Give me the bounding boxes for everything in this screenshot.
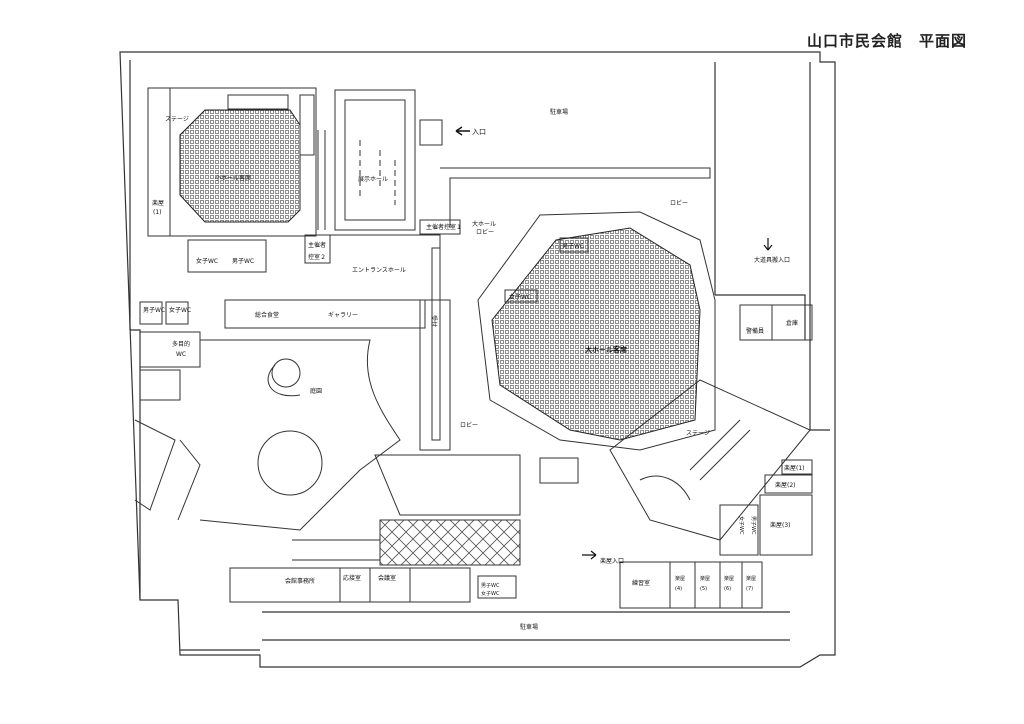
exhibit-hall: [317, 89, 443, 231]
dressing-room-1-num: (1): [153, 209, 162, 216]
wc-men-2-label: 男子WC: [143, 307, 165, 314]
rehearsal-room-label: 練習室: [632, 579, 650, 587]
stage-big-label: ステージ: [686, 430, 710, 437]
parking-top-label: 駐車場: [550, 108, 568, 116]
stage-small-label: ステージ: [165, 116, 189, 123]
wc-multi-label-a: 多目的: [172, 340, 190, 348]
reception-label: 受付: [430, 315, 438, 327]
organizer-office-label: 主催者控室１: [426, 223, 462, 231]
backstage-entrance-arrow-icon: [582, 550, 597, 560]
dressing-room-5-label: 楽屋: [700, 575, 710, 582]
exhibit-hall-label: 展示ホール: [358, 176, 388, 183]
small-hall-seats-label: 小ホール客席: [215, 174, 251, 182]
reception-room-label: 応接室: [343, 574, 361, 582]
guard-label: 警備員: [746, 327, 764, 335]
dressing-room-6-label: 楽屋: [724, 575, 734, 582]
warehouse-label: 倉庫: [786, 319, 798, 327]
dressing-room-7-label: 楽屋: [746, 575, 756, 582]
lobby-top-label: ロビー: [670, 199, 688, 207]
wc-men-4-label: 男子WC: [750, 516, 757, 535]
large-hall: [477, 211, 811, 541]
general-dining-label: 総合食堂: [255, 311, 279, 319]
stage-entrance-arrow-icon: [763, 238, 773, 251]
daihall-lobby-label-b: ロビー: [476, 228, 494, 236]
dressing-room-5-num: (5): [700, 586, 707, 592]
dressing-room-1b-label: 楽屋(1): [784, 464, 805, 472]
backstage-entrance-label: 楽屋入口: [600, 557, 624, 565]
dressing-room-1-label: 楽屋: [152, 199, 164, 207]
parking-bottom-label: 駐車場: [520, 623, 538, 631]
wc-multi-label-b: WC: [176, 351, 186, 358]
office-label: 会館事務所: [285, 577, 315, 585]
dressing-room-3-label: 楽屋(3): [770, 521, 791, 529]
gallery-label: ギャラリー: [328, 312, 358, 319]
outer-walls: [119, 51, 836, 668]
entrance-hall: [304, 167, 711, 451]
wc-men-3-label: 男子WC: [562, 243, 584, 250]
wc-women-4-label: 女子WC: [738, 516, 745, 535]
daihall-seats-label: 大ホール客席: [585, 345, 627, 354]
wc-men-1-label: 男子WC: [232, 258, 254, 265]
lobby-bottom-label: ロビー: [460, 421, 478, 429]
meeting-room-label: 会議室: [378, 574, 396, 582]
dressing-room-2-label: 楽屋(2): [775, 481, 796, 489]
garden-label: 庭園: [310, 387, 322, 395]
lower-block: [229, 454, 763, 609]
entrance-hall-label: エントランスホール: [352, 267, 406, 274]
east-service: [719, 304, 813, 556]
organizer-office-2-label-a: 主催者: [308, 241, 326, 249]
wc-men-5-label: 男子WC: [481, 582, 500, 589]
west-wing: [134, 299, 426, 521]
small-hall: [147, 87, 317, 237]
dressing-room-4-label: 楽屋: [675, 575, 685, 582]
entrance-arrow-icon: [455, 126, 470, 136]
organizer-office-2-label-b: 控室２: [308, 253, 326, 261]
page-title: 山口市民会館 平面図: [807, 32, 968, 50]
wc-women-1-label: 女子WC: [196, 257, 218, 265]
entrance-top-label: 入口: [472, 128, 486, 136]
dressing-room-4-num: (4): [675, 586, 682, 592]
stage-entrance-label: 大道具搬入口: [754, 256, 790, 264]
daihall-lobby-label-a: 大ホール: [472, 220, 496, 228]
wc-women-2-label: 女子WC: [169, 306, 191, 314]
central-plaza: [199, 339, 401, 561]
dressing-room-6-num: (6): [724, 586, 731, 592]
wc-women-3-label: 女子WC: [509, 293, 531, 301]
wc-women-5-label: 女子WC: [481, 590, 500, 597]
dressing-room-7-num: (7): [746, 586, 753, 592]
